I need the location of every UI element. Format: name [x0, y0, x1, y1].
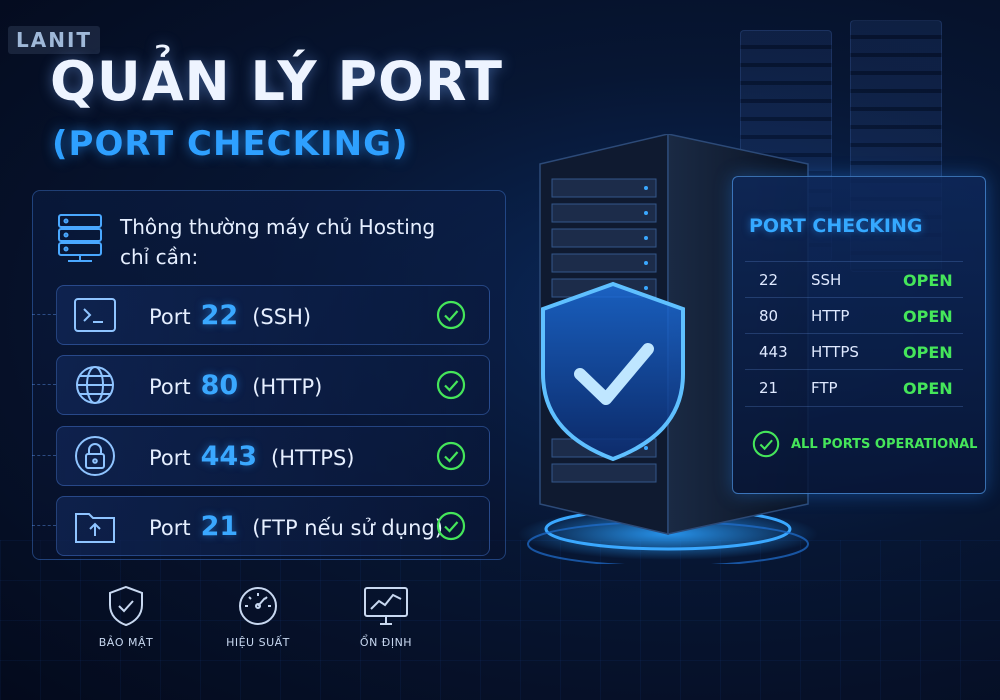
status-port: 80	[759, 307, 779, 325]
port-prefix: Port	[149, 445, 191, 470]
port-number: 443	[200, 440, 258, 472]
port-row-ssh: Port 22 (SSH)	[56, 285, 490, 345]
feature-label: HIỆU SUẤT	[226, 636, 290, 649]
feature-stability: ỔN ĐỊNH	[326, 584, 446, 649]
brand-logo: LANIT	[8, 26, 101, 54]
port-label: (HTTPS)	[271, 445, 355, 470]
feature-performance: HIỆU SUẤT	[198, 584, 318, 649]
connector-line	[32, 384, 56, 385]
port-label: (FTP nếu sử dụng)	[252, 515, 443, 540]
port-label: (HTTP)	[252, 374, 323, 399]
feature-label: ỔN ĐỊNH	[359, 636, 413, 649]
status-row: 21 FTP OPEN	[745, 369, 963, 407]
port-row-http: Port 80 (HTTP)	[56, 355, 490, 415]
status-port: 21	[759, 379, 779, 397]
server-icon	[58, 214, 102, 262]
port-number: 80	[200, 369, 239, 401]
port-number: 21	[200, 510, 239, 542]
status-row: 443 HTTPS OPEN	[745, 333, 963, 370]
port-row-ftp: Port 21 (FTP nếu sử dụng)	[56, 496, 490, 556]
check-circle-icon	[436, 441, 466, 471]
connector-line	[32, 525, 56, 526]
shield-check-icon	[109, 585, 143, 627]
grid-floor	[0, 540, 1000, 700]
speedometer-icon	[239, 587, 277, 625]
page-subtitle: (PORT CHECKING)	[52, 124, 409, 164]
status-badge: OPEN	[903, 306, 953, 326]
port-checking-panel: PORT CHECKING 22 SSH OPEN 80 HTTP OPEN 4…	[732, 176, 986, 494]
status-badge: OPEN	[903, 270, 953, 290]
port-label: (SSH)	[252, 304, 312, 329]
lock-icon	[73, 434, 117, 478]
globe-icon	[73, 363, 117, 407]
check-circle-icon	[752, 430, 780, 458]
check-circle-icon	[436, 300, 466, 330]
intro: Thông thường máy chủ Hosting chỉ cần:	[56, 212, 476, 272]
feature-security: BẢO MẬT	[66, 584, 186, 649]
port-number: 22	[200, 299, 239, 331]
status-row: 22 SSH OPEN	[745, 261, 963, 298]
status-badge: OPEN	[903, 342, 953, 362]
status-protocol: HTTPS	[811, 343, 859, 361]
panel-title: PORT CHECKING	[749, 215, 923, 237]
status-protocol: FTP	[811, 379, 838, 397]
status-protocol: SSH	[811, 271, 842, 289]
status-port: 443	[759, 343, 788, 361]
operational-status: ALL PORTS OPERATIONAL	[791, 436, 978, 452]
intro-line-2: chỉ cần:	[120, 245, 199, 269]
folder-upload-icon	[73, 504, 117, 548]
chart-monitor-icon	[364, 587, 408, 625]
feature-label: BẢO MẬT	[98, 636, 154, 649]
status-row: 80 HTTP OPEN	[745, 297, 963, 334]
page-title: QUẢN LÝ PORT	[50, 50, 503, 113]
check-circle-icon	[436, 511, 466, 541]
status-protocol: HTTP	[811, 307, 850, 325]
port-prefix: Port	[149, 515, 191, 540]
port-prefix: Port	[149, 374, 191, 399]
port-row-https: Port 443 (HTTPS)	[56, 426, 490, 486]
check-circle-icon	[436, 370, 466, 400]
status-badge: OPEN	[903, 378, 953, 398]
connector-line	[32, 314, 56, 315]
connector-line	[32, 455, 56, 456]
port-prefix: Port	[149, 304, 191, 329]
panel-footer: ALL PORTS OPERATIONAL	[751, 429, 977, 459]
status-port: 22	[759, 271, 779, 289]
terminal-icon	[73, 293, 117, 337]
intro-line-1: Thông thường máy chủ Hosting	[120, 215, 436, 239]
